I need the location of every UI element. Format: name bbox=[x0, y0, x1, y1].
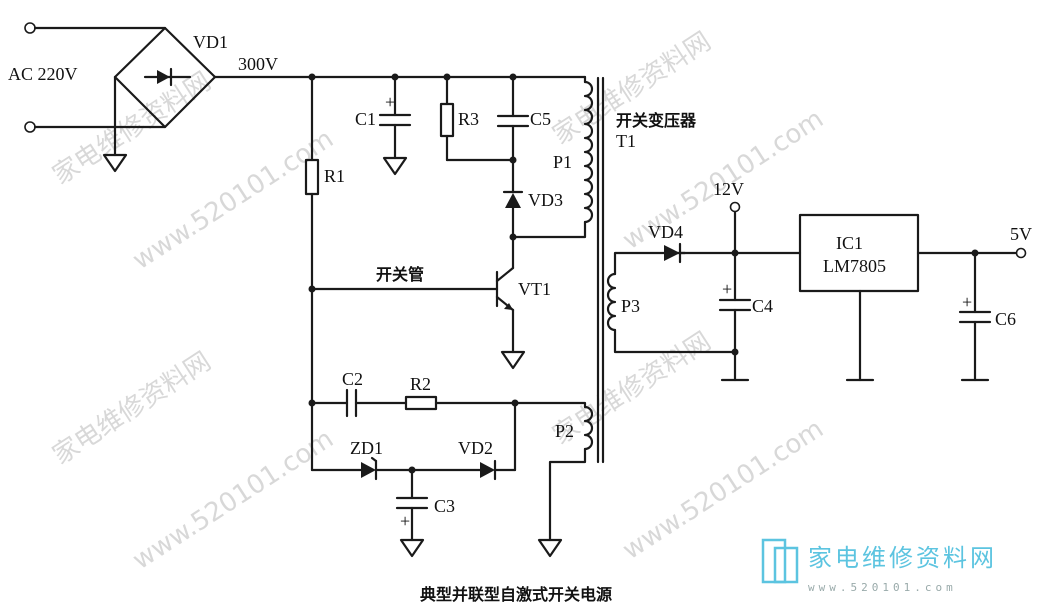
c1-polarity: + bbox=[385, 92, 395, 112]
c2-label: C2 bbox=[342, 369, 363, 389]
p3-label: P3 bbox=[621, 296, 640, 316]
r2-label: R2 bbox=[410, 374, 431, 394]
brand-logo-text: 家电维修资料网 bbox=[808, 544, 997, 572]
diode-vd4: VD4 bbox=[648, 222, 802, 264]
transformer-label: T1 bbox=[616, 131, 636, 151]
c5-label: C5 bbox=[530, 109, 551, 129]
watermark-url: www.520101.com bbox=[617, 414, 829, 566]
figure-caption: 典型并联型自激式开关电源 bbox=[420, 585, 612, 604]
c6-label: C6 bbox=[995, 309, 1016, 329]
ic-name: IC1 bbox=[836, 233, 863, 253]
ac-input: AC 220V bbox=[8, 22, 167, 133]
capacitor-c2: C2 bbox=[310, 369, 408, 418]
c3-polarity: + bbox=[400, 511, 410, 531]
p2-label: P2 bbox=[555, 421, 574, 441]
transformer-core: 开关变压器 T1 bbox=[596, 76, 697, 464]
ic-part: LM7805 bbox=[823, 256, 886, 276]
transistor-vt1: 开关管 VT1 bbox=[310, 265, 551, 370]
brand-url: www.520101.com bbox=[808, 581, 957, 594]
out-12v-label: 12V bbox=[713, 179, 744, 199]
vd4-label: VD4 bbox=[648, 222, 683, 242]
zd1-label: ZD1 bbox=[350, 438, 383, 458]
r3-label: R3 bbox=[458, 109, 479, 129]
terminal-5v: 5V bbox=[1010, 224, 1032, 259]
vd1-label: VD1 bbox=[193, 32, 228, 52]
resistor-r1: R1 bbox=[304, 75, 345, 472]
watermark-url: www.520101.com bbox=[127, 124, 339, 276]
capacitor-c6: + C6 bbox=[958, 251, 1016, 382]
c1-label: C1 bbox=[355, 109, 376, 129]
diode-vd2: VD2 bbox=[458, 438, 517, 481]
watermark-cn: 家电维修资料网 bbox=[47, 67, 216, 191]
regulator-ic1: IC1 LM7805 bbox=[798, 213, 1018, 382]
rail-300v-label: 300V bbox=[238, 54, 278, 74]
c6-polarity: + bbox=[962, 292, 972, 312]
vt1-label: VT1 bbox=[518, 279, 551, 299]
transformer-winding-p1: P1 bbox=[511, 75, 594, 239]
p1-label: P1 bbox=[553, 152, 572, 172]
resistor-r3: R3 bbox=[439, 75, 515, 162]
capacitor-c5: C5 bbox=[496, 75, 551, 194]
capacitor-c1: + C1 bbox=[355, 75, 412, 176]
transformer-winding-p2: P2 bbox=[513, 401, 594, 558]
c3-label: C3 bbox=[434, 496, 455, 516]
c4-polarity: + bbox=[722, 279, 732, 299]
out-5v-label: 5V bbox=[1010, 224, 1032, 244]
capacitor-c3: + C3 bbox=[395, 468, 455, 558]
watermark-cn: 家电维修资料网 bbox=[47, 347, 216, 471]
bridge-rectifier-vd1: VD1 300V bbox=[102, 26, 587, 173]
vd2-label: VD2 bbox=[458, 438, 493, 458]
c4-label: C4 bbox=[752, 296, 773, 316]
watermark-url: www.520101.com bbox=[127, 424, 339, 576]
vd3-label: VD3 bbox=[528, 190, 563, 210]
switch-label-cn: 开关管 bbox=[376, 265, 424, 284]
terminal-12v: 12V bbox=[713, 179, 744, 255]
transformer-label-cn: 开关变压器 bbox=[616, 111, 697, 130]
capacitor-c4: + C4 bbox=[718, 251, 773, 382]
transformer-winding-p3: P3 bbox=[606, 251, 737, 354]
watermark-layer: 家电维修资料网 www.520101.com 家电维修资料网 www.52010… bbox=[47, 27, 829, 576]
resistor-r2: R2 bbox=[404, 374, 517, 411]
ac-input-label: AC 220V bbox=[8, 64, 78, 84]
r1-label: R1 bbox=[324, 166, 345, 186]
diode-vd3: VD3 bbox=[502, 190, 563, 270]
brand-logo: 家电维修资料网 www.520101.com bbox=[761, 538, 997, 594]
zener-zd1: ZD1 bbox=[310, 438, 482, 481]
